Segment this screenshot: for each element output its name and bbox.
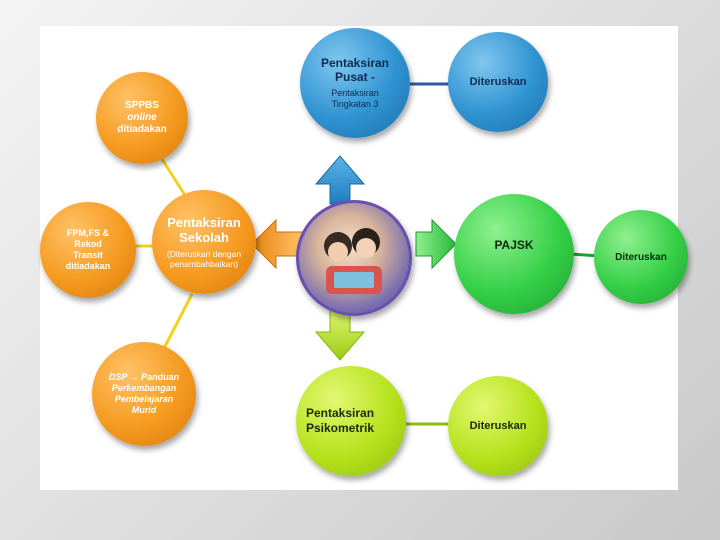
fpm-line2: Rekod [74, 239, 102, 249]
node-pentaksiran-pusat: Pentaksiran Pusat - Pentaksiran Tingkata… [300, 28, 410, 138]
status-label: Diteruskan [469, 76, 527, 88]
dsp-line1: DSP → Panduan [108, 372, 180, 382]
diagram-slide: Pentaksiran Pusat - Pentaksiran Tingkata… [40, 26, 688, 490]
status-label: Diteruskan [469, 420, 527, 432]
node-fpm: FPM,FS & Rekod Transit ditiadakan [40, 202, 136, 298]
dsp-line4: Murid [131, 405, 157, 415]
fpm-line1: FPM,FS & [67, 228, 109, 238]
psikometrik-title: Pentaksiran Psikometrik [306, 406, 375, 435]
arrow-up-icon [314, 155, 366, 205]
status-label: Diteruskan [615, 251, 667, 263]
dsp-line3: Pembelajaran [114, 394, 174, 404]
node-psikometrik-status: Diteruskan [448, 376, 548, 476]
fpm-line3: Transit [73, 250, 103, 260]
node-pajsk-status: Diteruskan [594, 210, 688, 304]
node-sppbs: SPPBS online ditiadakan [96, 72, 188, 164]
node-pentaksiran-sekolah: Pentaksiran Sekolah (Diteruskan dengan p… [152, 190, 256, 294]
node-pusat-subtitle: Pentaksiran Tingkatan 3 [331, 88, 379, 109]
sppbs-line3: ditiadakan [117, 124, 167, 135]
pajsk-label: PAJSK [494, 238, 534, 252]
dsp-line2: Perkembangan [111, 383, 177, 393]
arrow-left-icon [251, 218, 303, 270]
connector-layer [130, 82, 601, 426]
node-dsp: DSP → Panduan Perkembangan Pembelajaran … [92, 342, 196, 446]
children-tablet-icon [324, 228, 382, 294]
sppbs-line1: SPPBS [125, 100, 159, 111]
fpm-line4: ditiadakan [65, 261, 111, 271]
sppbs-line2: online [127, 112, 157, 123]
center-photo [296, 200, 412, 316]
sekolah-subtitle: (Diteruskan dengan penambahbaikan) [166, 249, 242, 269]
node-pentaksiran-psikometrik: Pentaksiran Psikometrik [296, 366, 406, 476]
node-pajsk: PAJSK [454, 194, 574, 314]
node-pusat-title: Pentaksiran Pusat - [320, 56, 390, 84]
arrow-right-icon [415, 218, 457, 270]
node-pusat-status: Diteruskan [448, 32, 548, 132]
sekolah-title: Pentaksiran Sekolah [167, 215, 241, 245]
